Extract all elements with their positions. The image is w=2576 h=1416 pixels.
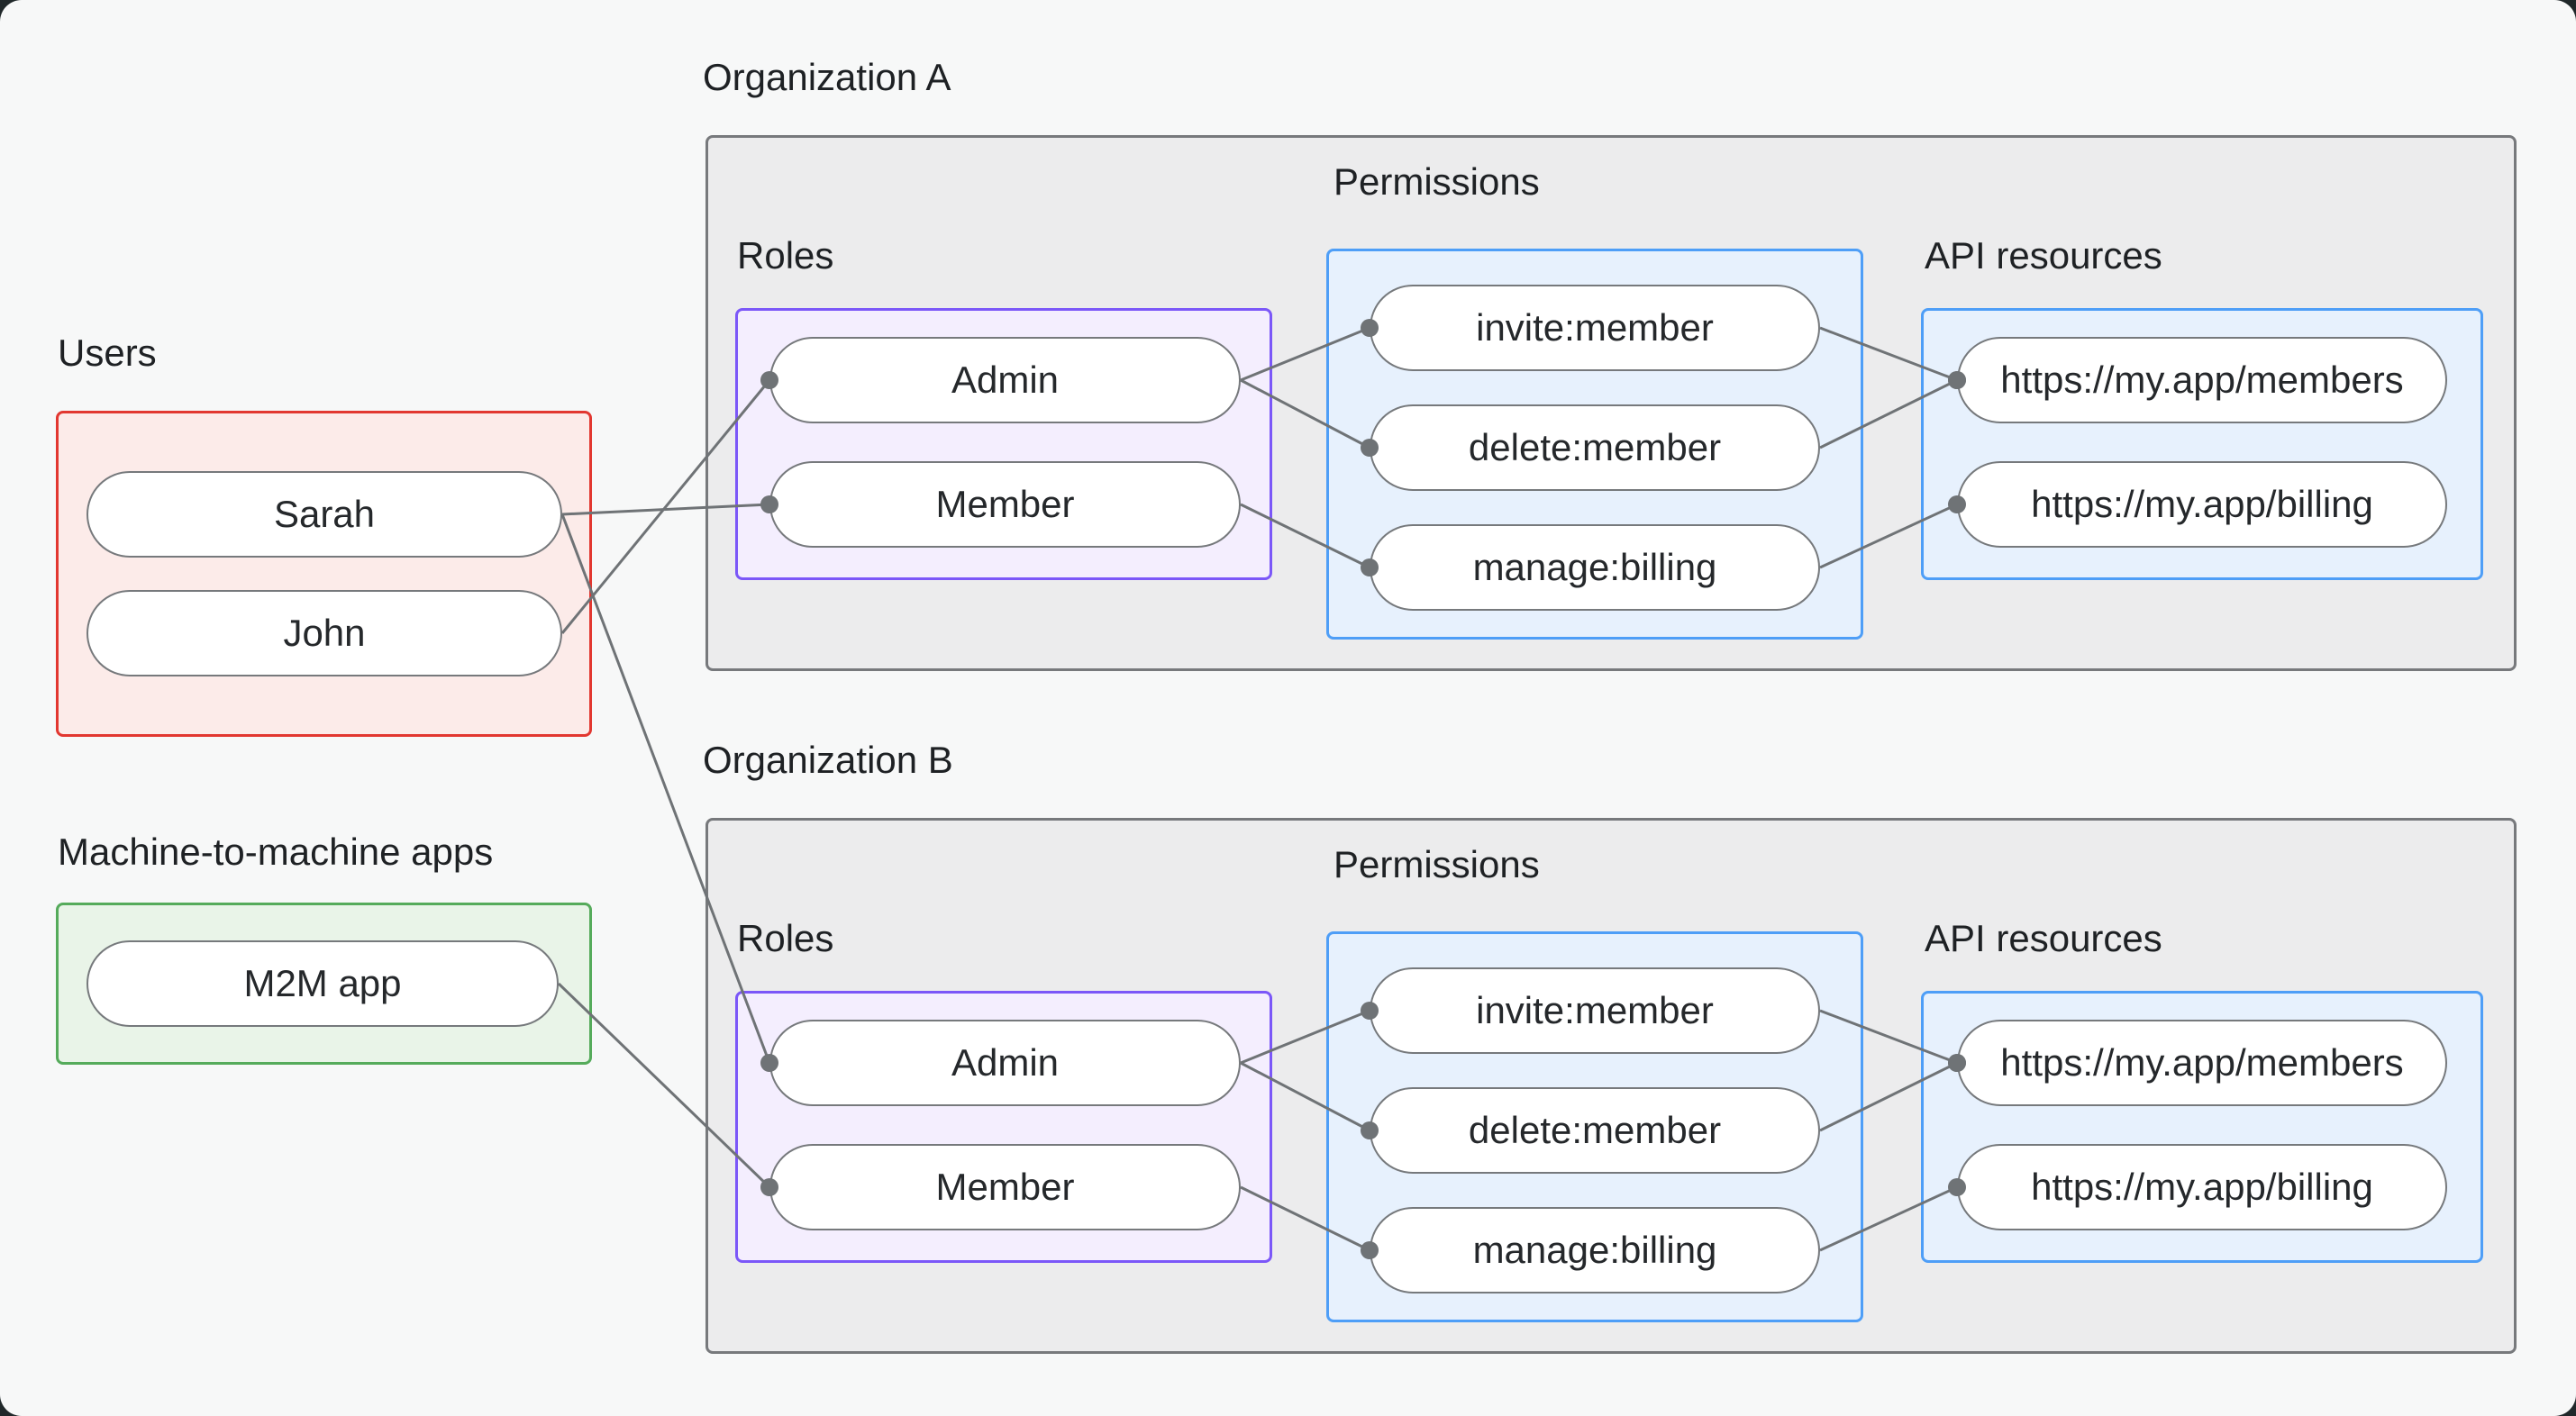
m2m-pill: M2M app bbox=[86, 940, 559, 1027]
orgB-perm-manage-pill: manage:billing bbox=[1370, 1207, 1820, 1293]
users-label: Users bbox=[58, 331, 157, 374]
orgA-member-pill: Member bbox=[769, 461, 1241, 548]
orgB-api-members-pill: https://my.app/members bbox=[1957, 1020, 2447, 1106]
orgA-api-billing-pill: https://my.app/billing bbox=[1957, 461, 2447, 548]
orgB-perm-invite-pill: invite:member bbox=[1370, 967, 1820, 1054]
orgA-perm-delete-pill: delete:member bbox=[1370, 404, 1820, 491]
orgA-roles-label: Roles bbox=[737, 234, 834, 277]
orgB-api-label: API resources bbox=[1925, 917, 2162, 959]
orgA-perm-invite-pill: invite:member bbox=[1370, 285, 1820, 371]
m2m-label: Machine-to-machine apps bbox=[58, 831, 494, 873]
orgA-api-members-pill: https://my.app/members bbox=[1957, 337, 2447, 423]
sarah-pill: Sarah bbox=[86, 471, 562, 558]
orgA-permissions-label: Permissions bbox=[1334, 160, 1540, 203]
orgA-api-label: API resources bbox=[1925, 234, 2162, 277]
john-pill: John bbox=[86, 590, 562, 676]
orgB-permissions-label: Permissions bbox=[1334, 843, 1540, 885]
orgA-admin-pill: Admin bbox=[769, 337, 1241, 423]
orgB-api-billing-pill: https://my.app/billing bbox=[1957, 1144, 2447, 1230]
orgA-perm-manage-pill: manage:billing bbox=[1370, 524, 1820, 611]
orgB-member-pill: Member bbox=[769, 1144, 1241, 1230]
orgB-admin-pill: Admin bbox=[769, 1020, 1241, 1106]
orgB-roles-label: Roles bbox=[737, 917, 834, 959]
orgB-perm-delete-pill: delete:member bbox=[1370, 1087, 1820, 1174]
users-box bbox=[56, 411, 592, 737]
orgB-title: Organization B bbox=[703, 739, 953, 781]
orgA-title: Organization A bbox=[703, 56, 951, 98]
